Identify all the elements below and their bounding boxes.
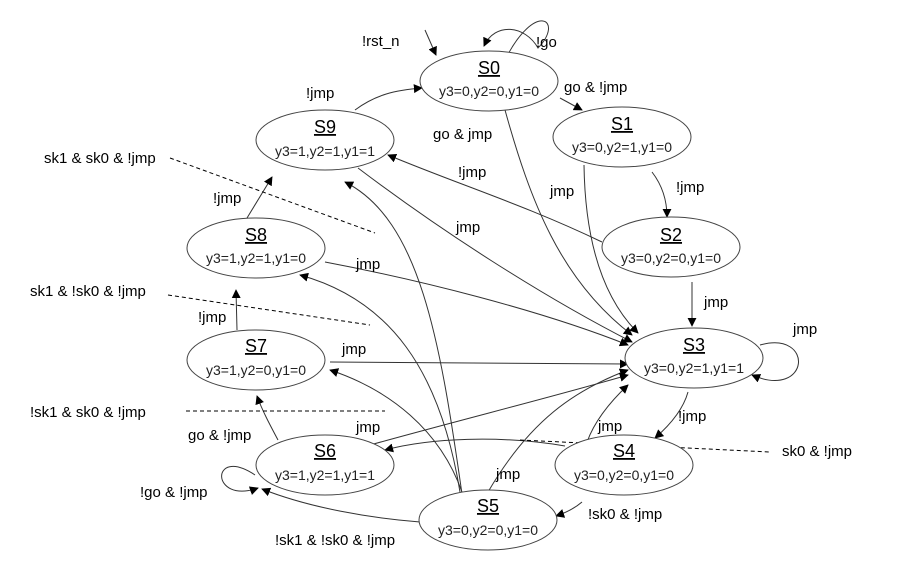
edge-s1-s3 bbox=[583, 164, 639, 334]
edge-s7-s3 bbox=[329, 359, 629, 369]
edge-s4-s5 bbox=[555, 501, 583, 518]
edge-s4-s6 bbox=[384, 438, 566, 453]
label-s6-self: !go & !jmp bbox=[140, 484, 208, 501]
label-s6-s3: jmp bbox=[355, 419, 380, 436]
state-name: S4 bbox=[613, 441, 635, 461]
state-name: S1 bbox=[611, 114, 633, 134]
label-s5-s3: jmp bbox=[495, 466, 520, 483]
edge-s5-s6 bbox=[261, 487, 421, 523]
edge-s0-s3 bbox=[504, 109, 633, 336]
label-s7-s3: jmp bbox=[341, 341, 366, 358]
state-output: y3=0,y2=1,y1=1 bbox=[644, 360, 744, 376]
state-S9: S9 y3=1,y2=1,y1=1 bbox=[255, 109, 395, 171]
label-s8-s9: !jmp bbox=[213, 190, 241, 207]
state-output: y3=0,y2=0,y1=0 bbox=[438, 522, 538, 538]
label-s5-s7: !sk1 & sk0 & !jmp bbox=[30, 404, 146, 421]
edge-s2-s9 bbox=[387, 153, 603, 243]
edge-s6-s7 bbox=[255, 395, 279, 441]
label-reset: !rst_n bbox=[362, 33, 400, 50]
state-S2: S2 y3=0,y2=0,y1=0 bbox=[601, 216, 741, 278]
state-S7: S7 y3=1,y2=0,y1=0 bbox=[186, 329, 326, 391]
edge-s8-s3 bbox=[324, 261, 629, 347]
label-s0-self: !go bbox=[536, 34, 557, 51]
state-S3: S3 y3=0,y2=1,y1=1 bbox=[624, 327, 764, 389]
label-s1-s3: jmp bbox=[549, 183, 574, 200]
edge-s9-s3 bbox=[357, 167, 633, 343]
label-s2-s3: jmp bbox=[703, 294, 728, 311]
label-s0-s1: go & !jmp bbox=[564, 79, 627, 96]
label-s3-self: jmp bbox=[792, 321, 817, 338]
label-s3-s4: !jmp bbox=[678, 408, 706, 425]
edge-s7-s8 bbox=[231, 289, 241, 331]
state-output: y3=1,y2=0,y1=0 bbox=[206, 362, 306, 378]
state-output: y3=1,y2=1,y1=1 bbox=[275, 143, 375, 159]
state-name: S2 bbox=[660, 225, 682, 245]
edge-s5-s7 bbox=[329, 368, 463, 493]
edge-s5-s8 bbox=[299, 272, 461, 493]
label-s6-s7: go & !jmp bbox=[188, 427, 251, 444]
state-name: S6 bbox=[314, 441, 336, 461]
state-name: S8 bbox=[245, 225, 267, 245]
state-S6: S6 y3=1,y2=1,y1=1 bbox=[255, 434, 395, 496]
state-name: S9 bbox=[314, 117, 336, 137]
label-s9-s3: jmp bbox=[455, 219, 480, 236]
edge-s8-s9 bbox=[246, 176, 273, 219]
separator-line-s9 bbox=[169, 157, 376, 234]
state-S1: S1 y3=0,y2=1,y1=0 bbox=[552, 106, 692, 168]
state-output: y3=0,y2=0,y1=0 bbox=[621, 250, 721, 266]
edge-s6-self bbox=[221, 466, 259, 495]
edge-s3-self bbox=[751, 342, 799, 383]
edge-reset bbox=[424, 29, 437, 56]
label-s5-s8: sk1 & !sk0 & !jmp bbox=[30, 283, 146, 300]
label-s5-s9: sk1 & sk0 & !jmp bbox=[44, 150, 156, 167]
label-s5-s6: !sk1 & !sk0 & !jmp bbox=[275, 532, 395, 549]
state-name: S5 bbox=[477, 496, 499, 516]
state-output: y3=0,y2=0,y1=0 bbox=[574, 467, 674, 483]
state-name: S3 bbox=[683, 335, 705, 355]
label-s4-s3: jmp bbox=[597, 418, 622, 435]
separator-line-s8 bbox=[167, 294, 371, 326]
label-s7-s8: !jmp bbox=[198, 309, 226, 326]
label-s0-s3: go & jmp bbox=[433, 126, 492, 143]
edge-s5-s3 bbox=[487, 368, 629, 493]
state-output: y3=0,y2=0,y1=0 bbox=[439, 83, 539, 99]
state-output: y3=1,y2=1,y1=1 bbox=[275, 467, 375, 483]
state-S8: S8 y3=1,y2=1,y1=0 bbox=[186, 217, 326, 279]
edge-s3-s4 bbox=[654, 391, 689, 439]
edge-s6-s3 bbox=[369, 372, 629, 446]
edge-s5-s9 bbox=[344, 181, 463, 495]
state-name: S7 bbox=[245, 336, 267, 356]
label-s9-s0: !jmp bbox=[306, 85, 334, 102]
edge-s1-s2 bbox=[651, 171, 672, 218]
state-S5: S5 y3=0,y2=0,y1=0 bbox=[418, 489, 558, 551]
edge-s0-s1 bbox=[559, 97, 583, 111]
edge-s0-self bbox=[483, 20, 549, 61]
label-s4-s6: sk0 & !jmp bbox=[782, 443, 852, 460]
state-S4: S4 y3=0,y2=0,y1=0 bbox=[554, 434, 694, 496]
label-s2-s9: !jmp bbox=[458, 164, 486, 181]
label-s4-s5: !sk0 & !jmp bbox=[588, 506, 662, 523]
label-s8-s3: jmp bbox=[355, 256, 380, 273]
edge-s9-s0 bbox=[354, 84, 423, 111]
edge-s4-s3 bbox=[586, 384, 629, 443]
state-name: S0 bbox=[478, 58, 500, 78]
state-output: y3=0,y2=1,y1=0 bbox=[572, 139, 672, 155]
label-s1-s2: !jmp bbox=[676, 179, 704, 196]
state-S0: S0 y3=0,y2=0,y1=0 bbox=[419, 50, 559, 112]
state-output: y3=1,y2=1,y1=0 bbox=[206, 250, 306, 266]
